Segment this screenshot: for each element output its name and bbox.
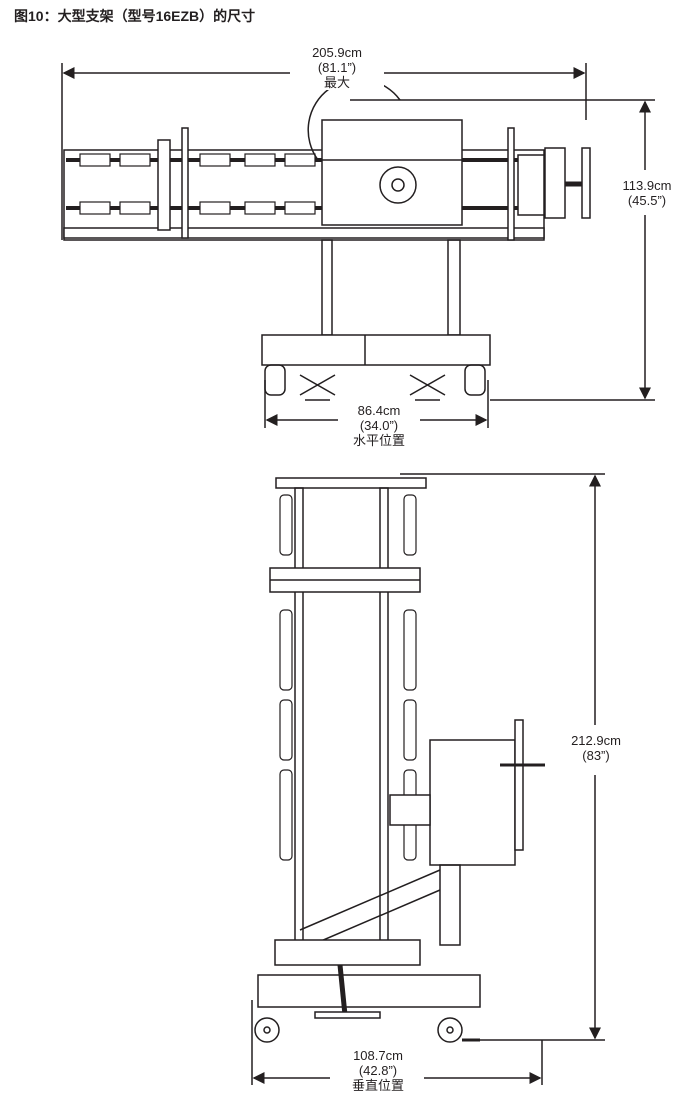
side-height-dimension bbox=[400, 473, 605, 1041]
side-height-label: 212.9cm (83”) bbox=[560, 733, 632, 763]
side-height-imperial: (83”) bbox=[582, 748, 610, 763]
top-height-imperial: (45.5”) bbox=[627, 193, 667, 208]
top-base-imperial: (34.0”) bbox=[359, 418, 399, 433]
side-base-imperial: (42.8”) bbox=[358, 1063, 398, 1078]
side-base-note: 垂直位置 bbox=[351, 1078, 404, 1093]
stand-vertical-view bbox=[254, 477, 545, 1043]
top-base-metric: 86.4cm bbox=[357, 403, 401, 418]
side-base-dimension bbox=[251, 1000, 543, 1085]
side-base-metric: 108.7cm bbox=[353, 1048, 403, 1063]
side-base-label: 108.7cm (42.8”) 垂直位置 bbox=[332, 1048, 424, 1093]
top-width-imperial: (81.1”) bbox=[317, 60, 357, 75]
stand-horizontal-view bbox=[63, 78, 591, 401]
top-base-label: 86.4cm (34.0”) 水平位置 bbox=[338, 403, 420, 448]
top-height-metric: 113.9cm bbox=[622, 178, 672, 193]
top-height-dimension bbox=[350, 99, 655, 401]
side-height-metric: 212.9cm bbox=[571, 733, 621, 748]
figure-title: 图10：大型支架（型号16EZB）的尺寸 bbox=[14, 8, 256, 24]
top-width-metric: 205.9cm bbox=[312, 45, 362, 60]
top-base-note: 水平位置 bbox=[352, 433, 405, 448]
top-height-label: 113.9cm (45.5”) bbox=[612, 178, 678, 208]
top-width-note: 最大 bbox=[323, 75, 350, 90]
top-width-dimension bbox=[61, 63, 587, 240]
top-width-label: 205.9cm (81.1”) 最大 bbox=[290, 45, 384, 90]
